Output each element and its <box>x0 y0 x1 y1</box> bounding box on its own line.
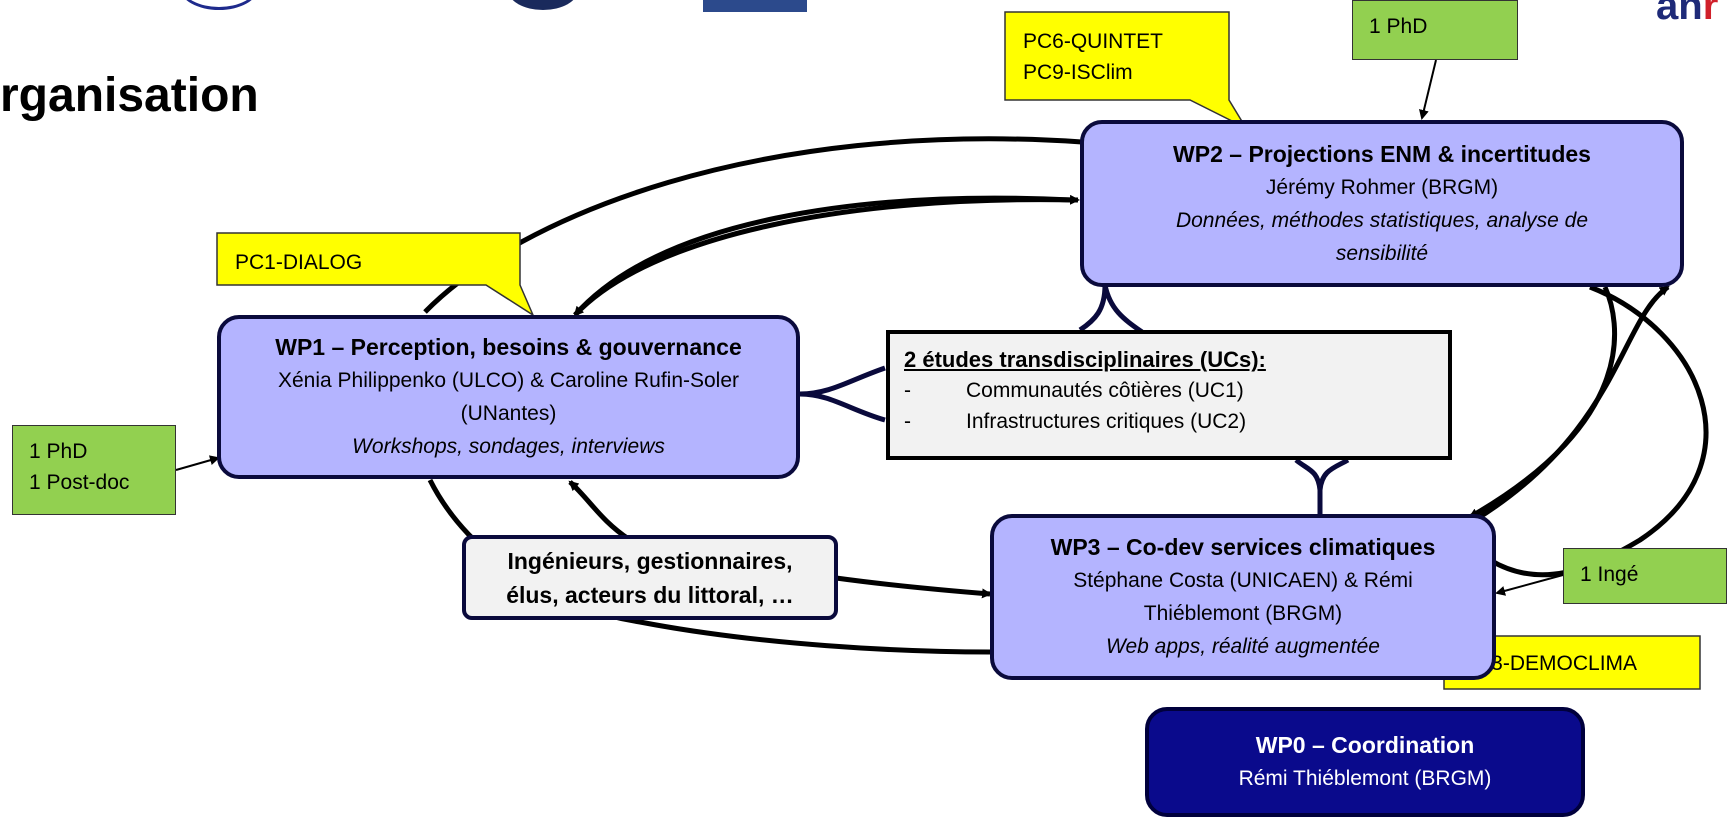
wp3-lead-line1: Stéphane Costa (UNICAEN) & Rémi <box>1073 569 1413 592</box>
resource-wp1-line1: 1 PhD <box>29 440 88 463</box>
wp3-box: WP3 – Co-dev services climatiques Stépha… <box>990 514 1496 680</box>
arc-stake-to-wp3 <box>835 575 992 599</box>
wp1-lead-line1: Xénia Philippenko (ULCO) & Caroline Rufi… <box>277 369 740 392</box>
callout-pc3-label: PC3-DEMOCLIMA <box>1462 652 1638 675</box>
wp0-box: WP0 – Coordination Rémi Thiéblemont (BRG… <box>1145 707 1585 817</box>
resource-wp1: 1 PhD 1 Post-doc <box>12 425 176 515</box>
arc-wp3-to-wp1 <box>568 480 632 543</box>
callout-pc9-label: PC9-ISClim <box>1023 61 1133 84</box>
wp1-box: WP1 – Perception, besoins & gouvernance … <box>217 315 800 479</box>
wp1-title: WP1 – Perception, besoins & gouvernance <box>275 334 742 360</box>
brace-uc-wp3 <box>1294 457 1350 516</box>
stakeholders-box: Ingénieurs, gestionnaires, élus, acteurs… <box>462 535 838 620</box>
wp2-desc-line2: sensibilité <box>1335 241 1429 265</box>
wp1-desc: Workshops, sondages, interviews <box>352 435 665 458</box>
anr-logo: anr <box>1656 0 1719 28</box>
page-title: rganisation <box>0 69 259 122</box>
partner-logo-2 <box>508 0 578 10</box>
arc-wp1-to-wp2 <box>573 194 1080 317</box>
arrow-inge-wp3 <box>1495 574 1564 596</box>
arc-wp2-wp3 <box>1468 285 1618 520</box>
callout-pc6-label: PC6-QUINTET <box>1023 30 1164 53</box>
resource-wp3: 1 Ingé <box>1563 548 1727 604</box>
wp0-lead: Rémi Thiéblemont (BRGM) <box>1238 767 1492 790</box>
stakeholders-line2: élus, acteurs du littoral, … <box>506 581 794 608</box>
resource-wp2-label: 1 PhD <box>1369 15 1428 38</box>
wp1-lead-line2: (UNantes) <box>460 402 557 425</box>
use-case-item: - Communautés côtières (UC1) <box>904 375 1434 406</box>
arrow-phd-wp2 <box>1419 59 1437 120</box>
use-case-label: Infrastructures critiques (UC2) <box>966 410 1247 433</box>
arc-wp3-wp2 <box>1473 284 1670 523</box>
brace-wp2-uc <box>1078 284 1144 335</box>
arrow-phd-wp1 <box>175 455 220 471</box>
callout-pc3: PC3-DEMOCLIMA <box>1446 636 1653 691</box>
partner-logo-3 <box>703 0 807 12</box>
resource-wp2: 1 PhD <box>1352 0 1518 60</box>
list-dash: - <box>904 410 911 433</box>
brace-wp1-uc <box>799 365 886 423</box>
wp2-desc-line1: Données, méthodes statistiques, analyse … <box>1175 208 1589 232</box>
use-cases-heading: 2 études transdisciplinaires (UCs): <box>904 347 1266 372</box>
callout-pc1-label: PC1-DIALOG <box>235 251 363 274</box>
wp2-title: WP2 – Projections ENM & incertitudes <box>1173 140 1591 167</box>
wp2-lead: Jérémy Rohmer (BRGM) <box>1265 175 1499 199</box>
resource-wp1-line2: 1 Post-doc <box>29 471 130 494</box>
wp3-lead-line2: Thiéblemont (BRGM) <box>1143 602 1343 625</box>
arc-wp2-right-outer <box>1488 284 1709 578</box>
wp0-title: WP0 – Coordination <box>1255 732 1475 758</box>
wp3-desc: Web apps, réalité augmentée <box>1106 635 1380 658</box>
wp2-box: WP2 – Projections ENM & incertitudes Jér… <box>1080 120 1684 287</box>
stakeholders-line1: Ingénieurs, gestionnaires, <box>507 547 793 574</box>
resource-wp3-label: 1 Ingé <box>1580 563 1639 586</box>
callout-pc1: PC1-DIALOG <box>219 235 378 290</box>
use-case-item: - Infrastructures critiques (UC2) <box>904 406 1434 437</box>
use-case-label: Communautés côtières (UC1) <box>966 379 1244 402</box>
wp3-title: WP3 – Co-dev services climatiques <box>1050 534 1436 560</box>
list-dash: - <box>904 379 911 402</box>
use-cases-box: 2 études transdisciplinaires (UCs): - Co… <box>886 330 1452 460</box>
callout-pc6-pc9: PC6-QUINTET PC9-ISClim <box>1007 14 1179 100</box>
